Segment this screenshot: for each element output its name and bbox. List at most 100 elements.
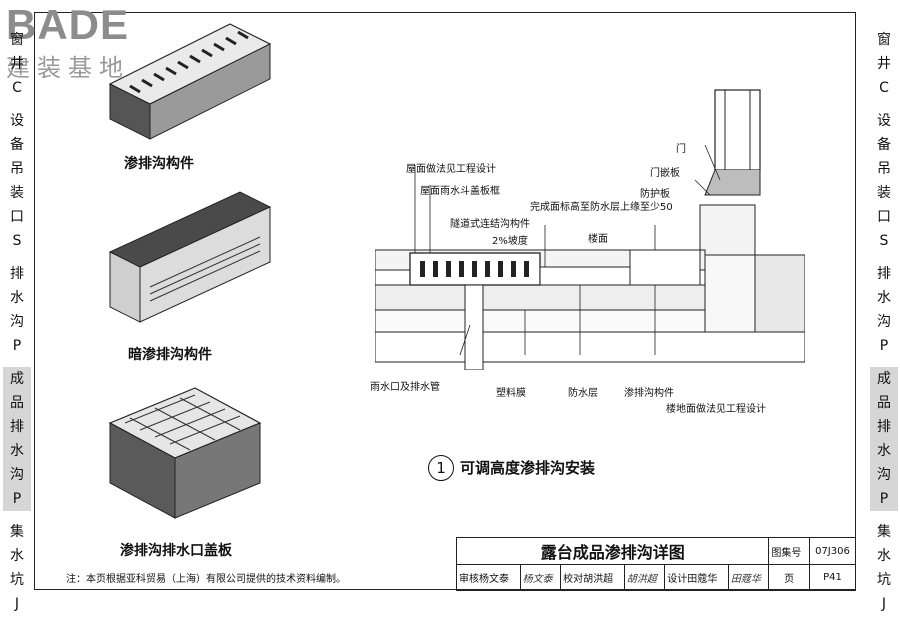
left-tab-char: 品 [10, 395, 24, 411]
left-tab-char: 设 [10, 113, 24, 129]
right-tab-char: 品 [877, 395, 891, 411]
checker-name: 胡洪超 [583, 574, 614, 585]
callout-roof-method: 屋面做法见工程设计 [406, 164, 496, 175]
drawing-title: 露台成品渗排沟详图 [455, 537, 770, 565]
right-tab-char: 水 [877, 290, 891, 306]
left-tab-char: 井 [10, 56, 24, 72]
callout-seepage-part: 渗排沟构件 [624, 388, 674, 399]
design-label: 设计 [667, 574, 688, 585]
right-tab-char: 排 [877, 419, 891, 435]
right-tab-char: P [879, 491, 889, 507]
left-tab-char: 成 [10, 371, 24, 387]
page-label: 页 [768, 564, 810, 591]
left-tab-char: 水 [10, 548, 24, 564]
left-tab-char: 沟 [10, 314, 24, 330]
left-tab-char: P [12, 338, 22, 354]
callout-drain-pipe: 雨水口及排水管 [370, 382, 440, 393]
concealed-channel-caption: 暗渗排沟构件 [128, 347, 212, 363]
concealed-channel-illustration [108, 191, 272, 323]
right-tab-char: 口 [877, 209, 891, 225]
designer-name: 田蔻华 [687, 574, 718, 585]
left-tab-char: C [12, 80, 22, 96]
seepage-channel-caption: 渗排沟构件 [124, 156, 194, 172]
right-tab-char: 集 [877, 524, 891, 540]
right-tab-char: 沟 [877, 314, 891, 330]
check-label: 校对 [563, 574, 584, 585]
outlet-cover-caption: 渗排沟排水口盖板 [120, 543, 232, 559]
detail-number: 1 [428, 455, 454, 481]
callout-plastic-film: 塑料膜 [496, 388, 526, 399]
detail-title-text: 可调高度渗排沟安装 [460, 459, 596, 477]
left-tab-char: 装 [10, 185, 24, 201]
right-tab-char: 装 [877, 185, 891, 201]
review-cell: 审核杨文泰 [456, 564, 521, 591]
logo-brand: BADE [6, 1, 130, 48]
atlas-number: 07J306 [808, 537, 857, 565]
right-tab-char: 备 [877, 137, 891, 153]
title-block: 露台成品渗排沟详图 图集号 07J306 审核杨文泰 杨文泰 校对胡洪超 胡洪超… [455, 537, 857, 591]
left-tab-char: 沟 [10, 467, 24, 483]
source-note: 注：本页根据亚科贸易（上海）有限公司提供的技术资料编制。 [66, 574, 346, 585]
outlet-cover-illustration [108, 387, 262, 519]
right-tab-char: 窗 [877, 32, 891, 48]
review-label: 审核 [459, 574, 479, 585]
left-tab-char: P [12, 491, 22, 507]
left-tab-char: 排 [10, 266, 24, 282]
left-tab-char: 水 [10, 443, 24, 459]
left-tab-char: 水 [10, 290, 24, 306]
callout-floor: 楼面 [588, 234, 608, 245]
left-tab-char: 排 [10, 419, 24, 435]
right-tab-char: 设 [877, 113, 891, 129]
callout-tunnel-connector: 隧道式连结沟构件 [450, 219, 530, 230]
right-tab-char: 沟 [877, 467, 891, 483]
seepage-channel-illustration [108, 23, 272, 140]
right-tab-char: P [879, 338, 889, 354]
callout-door-insert: 门嵌板 [650, 168, 680, 179]
right-tab-char: C [879, 80, 889, 96]
reviewer-signature: 杨文泰 [519, 564, 562, 591]
left-tab-char: J [14, 596, 20, 612]
checker-signature: 胡洪超 [623, 564, 666, 591]
callout-door: 门 [676, 144, 686, 155]
left-tab-char: 坑 [10, 572, 24, 588]
right-tab-char: 水 [877, 548, 891, 564]
right-tab-char: J [881, 596, 887, 612]
callout-finish-level: 完成面标高至防水层上缘至少50 [530, 202, 673, 213]
callout-guard-plate: 防护板 [640, 189, 670, 200]
callout-waterproof: 防水层 [568, 388, 598, 399]
right-tab-char: 排 [877, 266, 891, 282]
left-tab-char: 口 [10, 209, 24, 225]
callout-roof-drain-frame: 屋面雨水斗盖板框 [420, 186, 500, 197]
check-cell: 校对胡洪超 [560, 564, 625, 591]
right-tab-char: 水 [877, 443, 891, 459]
left-tab-char: 备 [10, 137, 24, 153]
right-tab-char: 井 [877, 56, 891, 72]
installation-section-drawing [375, 89, 805, 370]
detail-title: 1 可调高度渗排沟安装 [428, 455, 595, 481]
brand-logo: BADE 建装基地 [6, 4, 130, 83]
callout-slope: 2%坡度 [492, 236, 528, 247]
right-tab-char: S [879, 233, 889, 249]
right-tab-char: 吊 [877, 161, 891, 177]
design-cell: 设计田蔻华 [664, 564, 729, 591]
callout-floor-method: 楼地面做法见工程设计 [666, 404, 766, 415]
page-number: P41 [808, 564, 857, 591]
designer-signature: 田蔻华 [727, 564, 770, 591]
left-tab-char: 集 [10, 524, 24, 540]
left-tab-char: S [12, 233, 22, 249]
logo-brand-cn: 建装基地 [6, 54, 130, 82]
left-tab-char: 窗 [10, 32, 24, 48]
drawing-frame [34, 12, 856, 590]
